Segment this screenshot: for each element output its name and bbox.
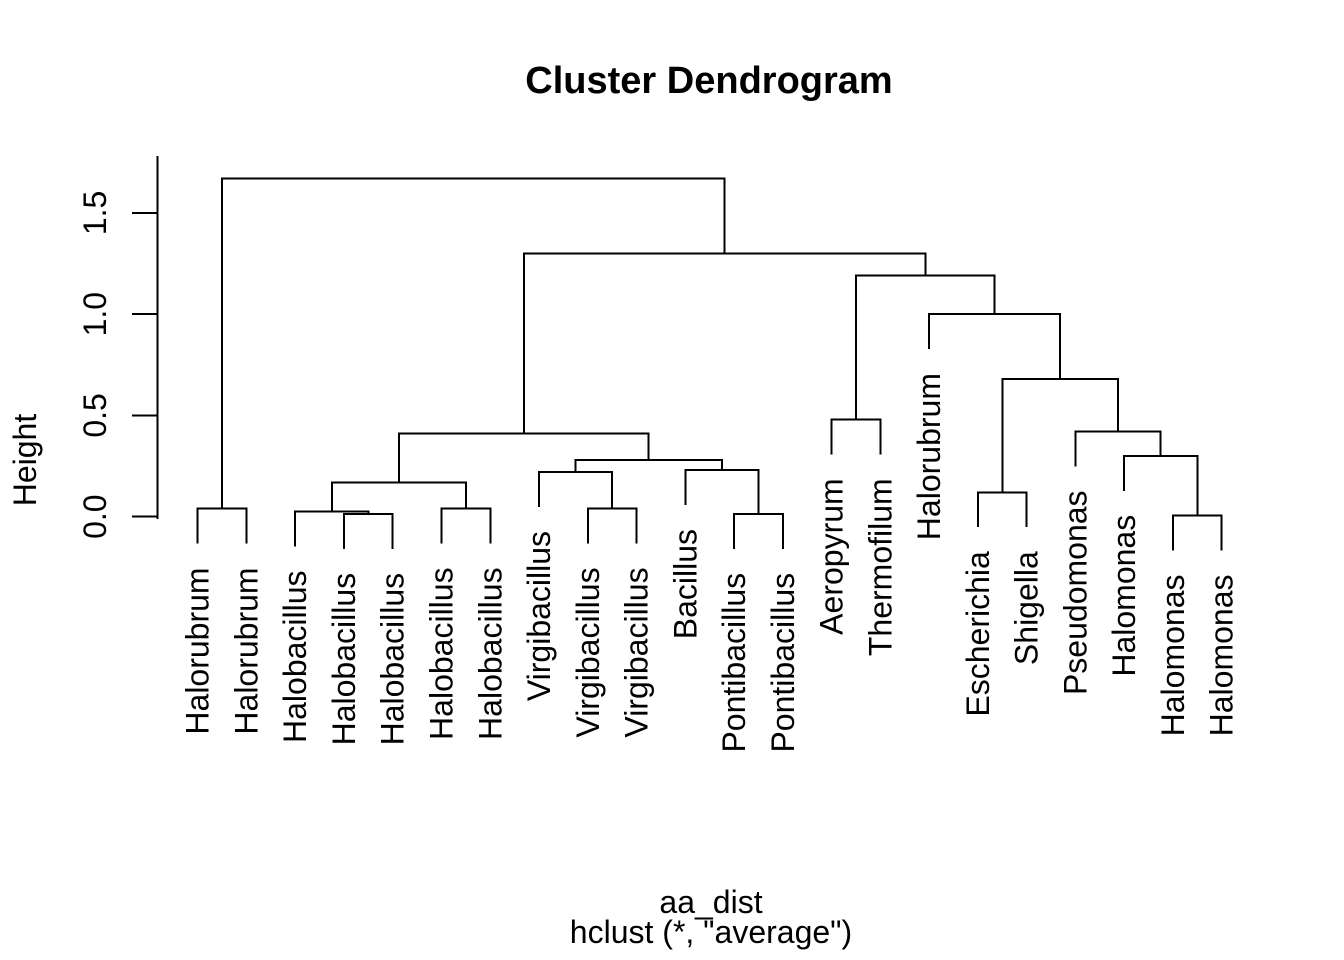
- leaf-label: Halorubrum: [911, 373, 947, 540]
- leaf-label: Virgibacillus: [521, 531, 557, 701]
- y-tick-label: 1.5: [77, 191, 113, 235]
- leaf-label: Bacillus: [667, 529, 703, 639]
- y-axis: 0.0 0.5 1.0 1.5: [77, 156, 159, 539]
- leaf-label: Halorubrum: [180, 567, 216, 734]
- leaf-label: Pontibacillus: [765, 573, 801, 753]
- leaf-label: Halobacillus: [375, 573, 411, 746]
- leaf-label: Halomonas: [1155, 575, 1191, 737]
- leaf-label: Shigella: [1009, 551, 1045, 665]
- y-tick-label: 0.0: [77, 494, 113, 538]
- hclust-call-label: hclust (*, "average"): [570, 914, 852, 950]
- leaf-label: Pseudomonas: [1057, 490, 1093, 695]
- leaf-label: Halobacillus: [424, 567, 460, 740]
- leaf-label: Halobacillus: [277, 570, 313, 743]
- leaf-label: Aeropyrum: [814, 478, 850, 635]
- leaf-label: Halomonas: [1106, 515, 1142, 677]
- leaf-label: Halorubrum: [228, 567, 264, 734]
- y-tick-label: 1.0: [77, 292, 113, 336]
- x-axis-label: aa_dist: [659, 884, 762, 920]
- chart-title: Cluster Dendrogram: [525, 60, 892, 102]
- leaf-label: Pontibacillus: [716, 573, 752, 753]
- leaf-label: Virgibacillus: [570, 567, 606, 737]
- leaf-label: Halobacillus: [472, 567, 508, 740]
- y-axis-label: Height: [7, 414, 43, 507]
- leaf-label: Halobacillus: [326, 573, 362, 746]
- leaf-label: Halomonas: [1204, 575, 1240, 737]
- leaf-label: Virgibacillus: [619, 567, 655, 737]
- y-tick-label: 0.5: [77, 393, 113, 437]
- leaf-label: Thermofilum: [862, 478, 898, 656]
- leaf-label: Escherichia: [960, 551, 996, 717]
